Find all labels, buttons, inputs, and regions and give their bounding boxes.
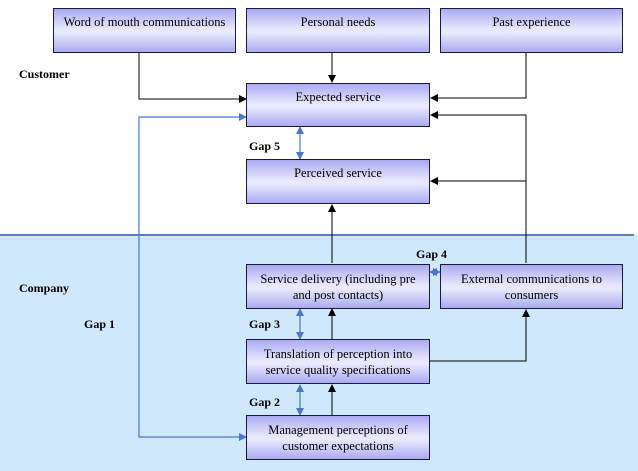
gap4-label: Gap 4 — [416, 247, 448, 261]
past-experience-box: Past experience — [440, 8, 623, 53]
gap1-arrow — [138, 113, 247, 441]
arrow-past-experience-to-expected — [430, 53, 527, 102]
personal-needs-box: Personal needs — [246, 8, 430, 53]
company-section-label: Company — [19, 281, 70, 295]
gap3-label: Gap 3 — [249, 317, 281, 331]
gap1-label: Gap 1 — [84, 317, 116, 331]
customer-company-divider — [0, 234, 634, 236]
management-perceptions-box: Management perceptions of customer expec… — [246, 415, 430, 460]
perceived-service-box: Perceived service — [246, 159, 430, 204]
gap5-label: Gap 5 — [249, 139, 281, 153]
customer-section-label: Customer — [19, 67, 70, 81]
translation-of-perception-box: Translation of perception into service q… — [246, 339, 430, 384]
arrow-word-of-mouth-to-expected — [138, 53, 247, 103]
expected-service-box: Expected service — [246, 83, 430, 127]
gap2-label: Gap 2 — [249, 395, 281, 409]
arrow-translation-to-external-comms — [430, 309, 530, 362]
external-communications-box: External communications to consumers — [440, 264, 623, 309]
word-of-mouth-box: Word of mouth communications — [53, 8, 236, 53]
service-delivery-box: Service delivery (including pre and post… — [246, 264, 430, 309]
arrow-external-comms-to-expected — [430, 111, 527, 263]
